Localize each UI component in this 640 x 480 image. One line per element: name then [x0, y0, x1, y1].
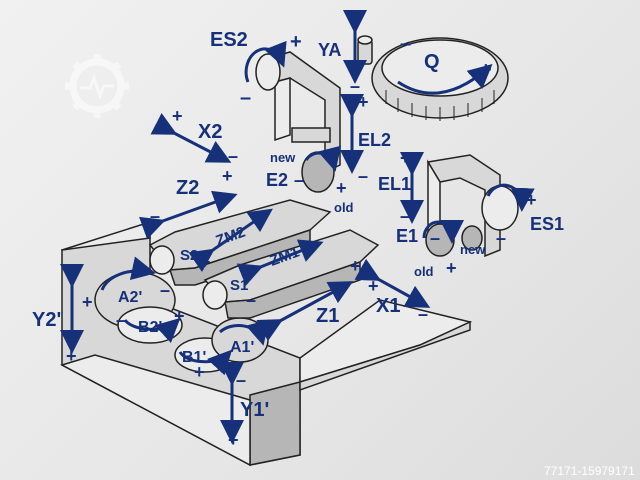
tool-magazine-q [371, 37, 509, 121]
axis-labels: ES2 YA Q X2 EL2 new E2 old EL1 ES1 Z2 ZM… [32, 29, 564, 421]
label-s1: S1 [230, 277, 248, 294]
plus-sign: + [172, 106, 183, 126]
plus-sign: + [336, 178, 347, 198]
minus-sign: – [496, 228, 506, 248]
ya-pin [357, 35, 373, 65]
label-new-top: new [270, 150, 296, 165]
sign-markers: + – + – – + + – + – + – – + + – + – + – … [66, 8, 537, 450]
label-e1: E1 [396, 226, 418, 246]
plus-sign: + [222, 166, 233, 186]
label-old-top: old [334, 200, 354, 215]
label-ya: YA [318, 40, 341, 60]
minus-sign: – [116, 310, 126, 330]
plus-sign: + [350, 256, 361, 276]
minus-sign: – [150, 206, 160, 226]
tool-arm-e2 [255, 51, 341, 193]
label-z2: Z2 [176, 177, 199, 199]
label-a2p: A2' [118, 289, 142, 306]
label-e2: E2 [266, 170, 288, 190]
minus-sign: – [236, 370, 246, 390]
minus-sign: – [400, 33, 411, 55]
minus-sign: – [350, 76, 360, 96]
label-a1p: A1' [230, 339, 254, 356]
label-y2p: Y2' [32, 309, 61, 331]
watermark-gear-icon [65, 54, 129, 118]
axis-arrows [60, 10, 535, 444]
plus-sign: + [526, 190, 537, 210]
plus-sign: + [258, 318, 269, 338]
plus-sign: + [446, 258, 457, 278]
label-old-right: old [414, 264, 434, 279]
label-es1: ES1 [530, 214, 564, 234]
minus-sign: – [400, 206, 410, 226]
minus-sign: – [240, 87, 251, 109]
label-es2: ES2 [210, 29, 248, 51]
label-q: Q [424, 51, 440, 73]
minus-sign: – [266, 314, 276, 334]
plus-sign: + [400, 148, 411, 168]
plus-sign: + [228, 430, 239, 450]
minus-sign: – [66, 264, 76, 284]
label-el1: EL1 [378, 174, 411, 194]
label-b1p: B1' [182, 349, 206, 366]
minus-sign: – [358, 166, 368, 186]
minus-sign: – [228, 146, 238, 166]
plus-sign: + [368, 276, 379, 296]
minus-sign: – [418, 304, 428, 324]
plus-sign: + [358, 92, 369, 112]
label-b2p: B2' [138, 319, 162, 336]
plus-sign: + [290, 31, 302, 53]
minus-sign: – [160, 280, 170, 300]
rotary-discs [94, 271, 269, 373]
watermark-text: 77171-15979171 [544, 464, 635, 478]
plus-sign: + [200, 252, 211, 272]
label-y1p: Y1' [240, 399, 269, 421]
plus-sign: + [194, 362, 205, 382]
label-s2: S2 [180, 247, 198, 264]
label-x1: X1 [376, 295, 400, 317]
plus-sign: + [350, 8, 361, 28]
minus-sign: – [430, 228, 440, 248]
plus-sign: + [82, 292, 93, 312]
plus-sign: + [66, 346, 77, 366]
minus-sign: – [216, 354, 226, 374]
plus-sign: + [480, 59, 492, 81]
label-x2: X2 [198, 121, 222, 143]
label-z1: Z1 [316, 305, 339, 327]
minus-sign: – [246, 290, 256, 310]
label-el2: EL2 [358, 130, 391, 150]
plus-sign: + [174, 306, 185, 326]
minus-sign: – [294, 170, 304, 190]
label-new-right: new [460, 242, 486, 257]
